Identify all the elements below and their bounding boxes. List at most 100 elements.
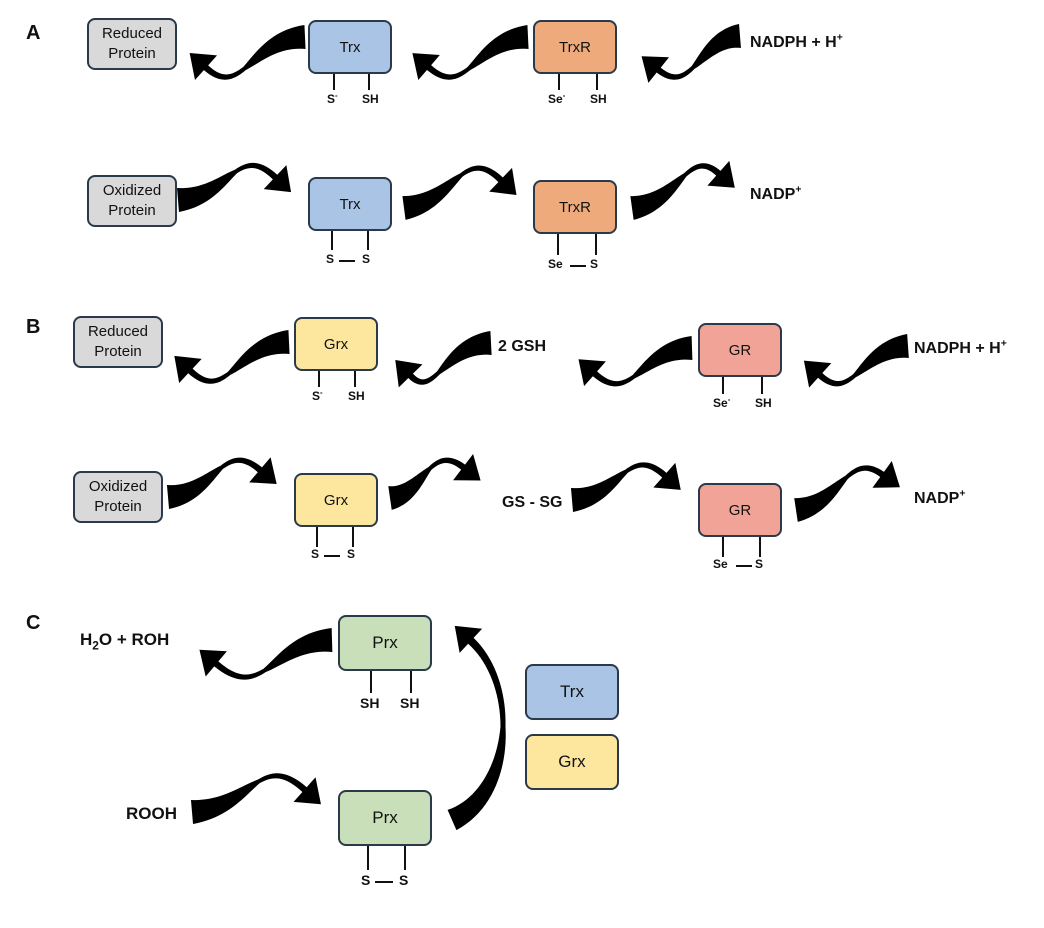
prx-reduced-label: Prx [372,633,398,652]
prx-oxidized-site-left: S [361,872,371,888]
trx-reduced-stick-right [368,74,370,90]
trx-oxidized-site-left: S [326,252,335,266]
c-arrow-regeneration [447,625,506,831]
b-reduced-protein-line2: Protein [94,343,142,360]
gr-oxidized-site-se: Se [713,557,728,571]
gr-oxidized-stick-right [759,537,761,557]
gsh-label: 2 GSH [498,338,547,355]
gr-reduced-stick-right [761,377,763,394]
b-arrow-grx-to-reduced-protein [174,330,290,384]
gr-reduced-label: GR [728,341,752,359]
trxr-reduced-stick-left [558,74,560,90]
grx-disulfide-bond [324,555,340,557]
panel-a-letter: A [26,22,41,44]
a-arrow-trx-to-reduced-protein [189,25,306,80]
grx-oxidized-stick-right [352,527,354,547]
a-arrow-nadph-to-trxr [641,24,741,83]
c-arrow-rooh-to-prx [190,773,321,824]
trxr-oxidized-stick-right [595,234,597,255]
b-reduced-protein-line1: Reduced [87,323,149,340]
gr-oxidized-box: GR [698,483,782,537]
trx-disulfide-bond [339,260,355,262]
panel-b-nadp-label: NADP+ [914,488,966,507]
panel-a-nadph-label: NADPH + H+ [750,32,843,51]
trx-oxidized-label: Trx [339,195,361,213]
trxr-reduced-site-selenolate: Se- [548,91,566,106]
trx-oxidized-box: Trx [308,177,392,231]
b-oxidized-protein-line1: Oxidized [88,478,148,495]
trx-oxidized-site-right: S [362,252,371,266]
trx-reduced-site-thiolate: S- [327,91,338,106]
b-arrow-nadph-to-gr [803,334,909,388]
prx-disulfide-bond [375,881,393,883]
gr-reduced-site-selenolate: Se- [713,395,731,410]
grx-oxidized-box: Grx [294,473,378,527]
rooh-label: ROOH [126,804,177,823]
prx-reduced-box: Prx [338,615,432,671]
trxr-reduced-site-thiol: SH [590,92,607,106]
reduced-protein-line1: Reduced [101,25,163,42]
trxr-oxidized-site-s: S [590,257,599,271]
a-arrow-oxidized-protein-to-trx [177,162,292,212]
trx-reduced-box: Trx [308,20,392,74]
trxr-reduced-box: TrxR [533,20,617,74]
c-trx-box: Trx [525,664,619,720]
trxr-oxidized-label: TrxR [559,198,591,216]
trx-oxidized-stick-right [367,231,369,250]
reduced-protein-line2: Protein [108,45,156,62]
prx-reduced-site-right: SH [400,695,420,711]
trxr-oxidized-site-se: Se [548,257,563,271]
grx-oxidized-site-right: S [347,547,356,561]
gr-oxidized-site-s: S [755,557,764,571]
trx-reduced-site-thiol: SH [362,92,379,106]
c-arrow-prx-to-water-roh [199,628,333,680]
c-grx-box: Grx [525,734,619,790]
grx-reduced-site-thiol: SH [348,389,365,403]
gr-reduced-site-thiol: SH [755,396,772,410]
gr-reduced-stick-left [722,377,724,394]
b-oxidized-protein-line2: Protein [94,498,142,515]
b-arrow-gr-to-nadp [794,461,900,522]
gr-reduced-box: GR [698,323,782,377]
prx-reduced-stick-right [410,671,412,693]
a-arrow-trx-to-trxr [402,165,517,220]
gr-oxidized-label: GR [728,501,752,519]
panel-a-nadp-label: NADP+ [750,184,802,203]
a-arrow-trxr-to-nadp [630,160,735,220]
gr-oxidized-stick-left [722,537,724,557]
trx-reduced-stick-left [333,74,335,90]
trxr-reduced-stick-right [596,74,598,90]
prx-reduced-site-left: SH [360,695,380,711]
trxr-oxidized-box: TrxR [533,180,617,234]
prx-oxidized-box: Prx [338,790,432,846]
c-grx-label: Grx [558,752,586,771]
grx-reduced-box: Grx [294,317,378,371]
grx-oxidized-site-left: S [311,547,320,561]
gr-selenenylsulfide-bond [736,565,752,567]
water-roh-label: H2O + ROH [80,630,170,653]
grx-reduced-site-thiolate: S- [312,388,323,403]
oxidized-protein-line2: Protein [108,202,156,219]
prx-oxidized-label: Prx [372,808,398,827]
a-arrow-trxr-to-trx [412,25,529,81]
panel-c-letter: C [26,612,41,634]
trxr-oxidized-stick-left [557,234,559,255]
b-arrow-grx-to-gssg [388,453,481,510]
prx-oxidized-site-right: S [399,872,409,888]
prx-oxidized-stick-right [404,846,406,870]
trxr-reduced-label: TrxR [559,38,591,56]
trxr-selenenylsulfide-bond [570,265,586,267]
gssg-label: GS - SG [502,494,563,511]
grx-reduced-stick-left [318,371,320,387]
prx-oxidized-stick-left [367,846,369,870]
b-arrow-gr-to-gsh [578,336,693,387]
oxidized-protein-line1: Oxidized [102,182,162,199]
panel-b-nadph-label: NADPH + H+ [914,338,1007,357]
b-arrow-gssg-to-gr [570,462,681,512]
grx-oxidized-label: Grx [323,491,349,509]
